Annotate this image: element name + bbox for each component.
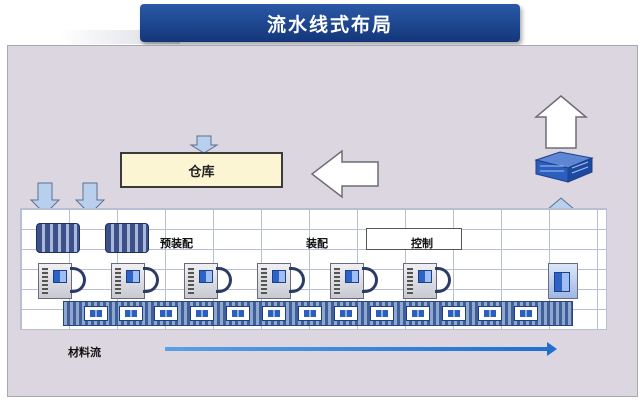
conveyor-station-icon-9	[370, 306, 394, 321]
machine-icon-2	[111, 263, 145, 299]
packing-machine-icon	[548, 263, 578, 299]
robot-arm-icon-1	[70, 267, 86, 293]
machine-icon-5	[330, 263, 364, 299]
conveyor-station-icon-7	[298, 306, 322, 321]
storage-rack-icon-1	[36, 223, 80, 253]
robot-arm-icon-6	[435, 267, 451, 293]
up-arrow-icon-large	[533, 95, 589, 149]
conveyor-station-icon-1	[84, 306, 108, 321]
conveyor-station-icon-4	[190, 306, 214, 321]
robot-arm-icon-4	[289, 267, 305, 293]
conveyor-station-icon-11	[442, 306, 466, 321]
conveyor-station-icon-13	[514, 306, 538, 321]
material-flow-arrow	[165, 342, 557, 356]
conveyor-station-icon-6	[262, 306, 286, 321]
page-title: 流水线式布局	[140, 4, 520, 42]
down-arrow-icon-3	[74, 182, 106, 215]
storage-rack-icon-2	[105, 223, 149, 253]
finished-goods-stack-icon	[534, 151, 594, 183]
label-control: 控制	[411, 237, 433, 250]
control-label-box	[366, 228, 462, 250]
machine-icon-4	[257, 263, 291, 299]
label-assembly: 装配	[306, 237, 328, 250]
warehouse-box: 仓库	[120, 152, 283, 188]
material-flow-label: 材料流	[68, 346, 101, 359]
left-arrow-icon	[310, 149, 379, 199]
robot-arm-icon-5	[362, 267, 378, 293]
warehouse-label: 仓库	[188, 164, 215, 180]
conveyor-station-icon-2	[119, 306, 143, 321]
machine-icon-6	[403, 263, 437, 299]
machine-icon-3	[184, 263, 218, 299]
label-pre-assembly: 预装配	[160, 237, 193, 250]
conveyor-station-icon-8	[334, 306, 358, 321]
page-title-text: 流水线式布局	[266, 13, 393, 36]
conveyor-station-icon-5	[226, 306, 250, 321]
conveyor-station-icon-3	[154, 306, 178, 321]
robot-arm-icon-2	[143, 267, 159, 293]
conveyor-station-icon-10	[406, 306, 430, 321]
conveyor-station-icon-12	[478, 306, 502, 321]
down-arrow-icon-1	[189, 135, 219, 154]
down-arrow-icon-2	[29, 182, 61, 215]
robot-arm-icon-3	[216, 267, 232, 293]
machine-icon-1	[38, 263, 72, 299]
